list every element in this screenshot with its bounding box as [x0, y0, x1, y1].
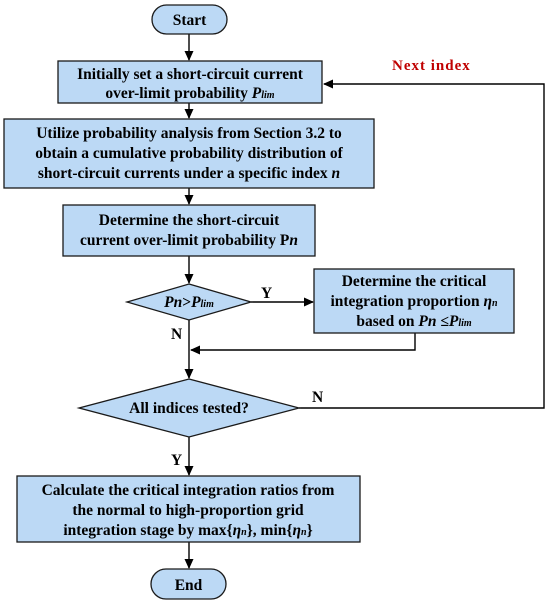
decision1-no-label: N [171, 326, 182, 343]
step4-line2: integration proportion ηn [330, 293, 498, 310]
step5-box: Calculate the critical integration ratio… [16, 475, 361, 543]
next-index-label: Next index [392, 58, 471, 74]
decision2-diamond: All indices tested? [76, 378, 302, 438]
step3-line2: current over-limit probability Pn [80, 232, 298, 249]
start-label: Start [173, 12, 207, 29]
decision1-label: Pn>Plim [164, 294, 214, 311]
end-terminal: End [150, 568, 227, 600]
decision2-no-label: N [312, 389, 323, 406]
step5-line1: Calculate the critical integration ratio… [42, 482, 335, 499]
step5-line3: integration stage by max{ηn}, min{ηn} [63, 522, 312, 539]
step1-line1: Initially set a short-circuit current [77, 66, 304, 83]
step3-line1: Determine the short-circuit [99, 212, 280, 229]
arrow-next-index-loop [299, 79, 545, 409]
step1-line2: over-limit probability Plim [105, 85, 274, 102]
step5-line2: the normal to high-proportion grid [72, 502, 304, 519]
step3-box: Determine the short-circuit current over… [62, 204, 316, 257]
decision1-diamond: Pn>Plim [124, 283, 254, 321]
arrow-step4-return [190, 333, 416, 355]
step2-line1: Utilize probability analysis from Sectio… [36, 125, 342, 142]
step1-box: Initially set a short-circuit current ov… [57, 60, 323, 104]
end-label: End [175, 577, 203, 594]
step2-line2: obtain a cumulative probability distribu… [35, 145, 343, 162]
step2-box: Utilize probability analysis from Sectio… [3, 118, 375, 189]
step4-line1: Determine the critical [342, 273, 487, 290]
decision2-label: All indices tested? [129, 400, 249, 417]
step4-line3: based on Pn ≤Plim [356, 313, 472, 330]
connectors [184, 33, 545, 569]
step2-line3: short-circuit currents under a specific … [38, 165, 340, 182]
step4-box: Determine the critical integration propo… [313, 268, 515, 334]
start-terminal: Start [151, 4, 228, 35]
decision2-yes-label: Y [171, 452, 182, 469]
decision1-yes-label: Y [261, 285, 272, 302]
